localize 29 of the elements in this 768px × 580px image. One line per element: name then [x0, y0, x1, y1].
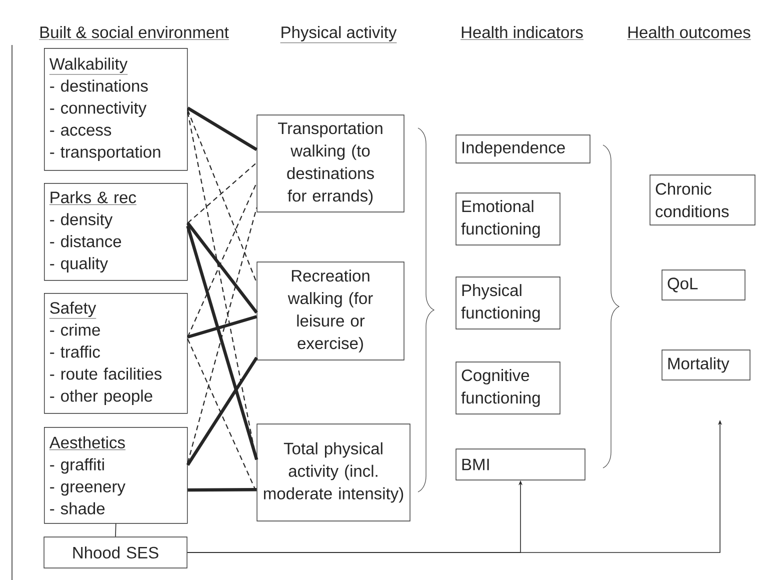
column-heading: Built & social environment [38, 26, 230, 40]
outcome-box: Emotional functioning [456, 192, 560, 246]
outcome-box: Physical functioning [456, 276, 560, 330]
connector-line [186, 106, 258, 152]
connector-line [186, 356, 258, 466]
outcome-box: Chronic conditions [650, 174, 756, 226]
category-box: Parks & rec - density - distance - quality [44, 183, 188, 281]
outcome-box: Mortality [662, 350, 750, 380]
column-heading: Health indicators [460, 26, 584, 40]
connector-line [186, 222, 258, 314]
outcome-box: Cognitive functioning [456, 362, 560, 414]
column-heading: Health outcomes [626, 26, 752, 40]
activity-box: Total physical activity (incl. moderate intensity) [256, 424, 410, 522]
category-box: Safety - crime - traffic - route facilities - other people [44, 293, 188, 414]
column-heading: Physical activity [280, 26, 397, 44]
connector-line [187, 315, 258, 339]
outcome-box: Independence [456, 134, 590, 164]
outcome-box: BMI [456, 448, 586, 480]
category-box: Aesthetics - graffiti - greenery - shade [44, 427, 188, 524]
activity-box: Transportation walking (to destinations for errands) [256, 114, 404, 212]
connector-line [187, 182, 258, 338]
activity-box: Recreation walking (for leisure or exercise) [256, 262, 404, 360]
connector-line [188, 488, 257, 492]
outcome-box: QoL [662, 270, 746, 300]
connector-line [187, 162, 258, 224]
category-box: Walkability - destinations - connectivity - access - transportation [44, 48, 188, 171]
activity-box: Nhood SES [44, 536, 188, 568]
connector-line [187, 110, 258, 283]
connector-line [115, 523, 116, 538]
